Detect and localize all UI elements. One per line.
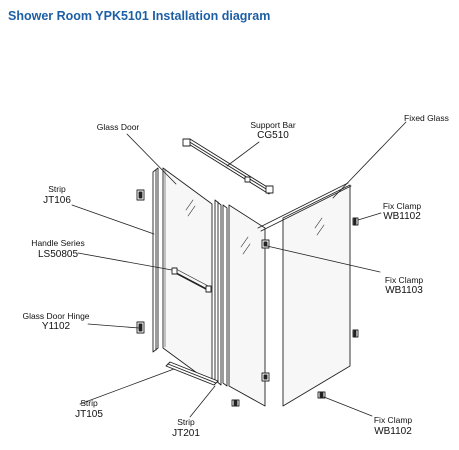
fix-clamp-top-code: WB1102: [383, 211, 421, 222]
fix-clamp-wb1102-top: [352, 217, 359, 226]
strip-bottom-code: JT105: [75, 409, 103, 420]
fix-clamp-top-label: Fix Clamp: [382, 201, 422, 211]
floor-clamp: [231, 399, 240, 407]
strip-jt105-part: [165, 361, 219, 386]
support-bar-cg510: [182, 138, 274, 195]
handle-series-code: LS50805: [37, 249, 79, 260]
glass-door-panel: [162, 167, 213, 385]
fixed-glass-label: Fixed Glass: [404, 113, 449, 123]
fixed-glass-front: [228, 204, 266, 407]
wall-bracket-top: [136, 189, 145, 201]
fix-clamp-wb1103-top: [261, 239, 270, 249]
fix-clamp-wb1103-bottom: [261, 372, 270, 382]
strip-left-code: JT106: [43, 195, 71, 206]
fix-clamp-mid-label: Fix Clamp: [384, 275, 424, 285]
leader-lines: [71, 121, 407, 418]
handle-ls50805: [171, 267, 213, 293]
glass-door-label: Glass Door: [96, 122, 140, 132]
support-bar-label: Support Bar: [250, 120, 296, 130]
strip-jt201-part: [214, 199, 228, 387]
fix-clamp-wb1102-bottom: [317, 391, 326, 399]
strip-center-label: Strip: [177, 417, 195, 427]
strip-left-label: Strip: [48, 184, 66, 194]
strip-jt106-part: [152, 167, 159, 353]
support-bar-code: CG510: [257, 130, 289, 141]
strip-bottom-label: Strip: [80, 398, 98, 408]
fix-clamp-bottom-code: WB1102: [374, 426, 412, 437]
fix-clamp-bottom-label: Fix Clamp: [373, 415, 413, 425]
glass-door-hinge-y1102: [136, 321, 145, 334]
strip-center-code: JT201: [172, 428, 200, 439]
fix-clamp-wb1102-mid: [352, 329, 359, 338]
fixed-glass-top-edge: [257, 182, 352, 232]
door-hinge-label: Glass Door Hinge: [22, 311, 90, 321]
fix-clamp-mid-code: WB1103: [385, 285, 423, 296]
handle-series-label: Handle Series: [31, 238, 85, 248]
fixed-glass-side: [282, 184, 351, 407]
page-title: Shower Room YPK5101 Installation diagram: [8, 9, 271, 23]
door-hinge-code: Y1102: [41, 321, 71, 332]
